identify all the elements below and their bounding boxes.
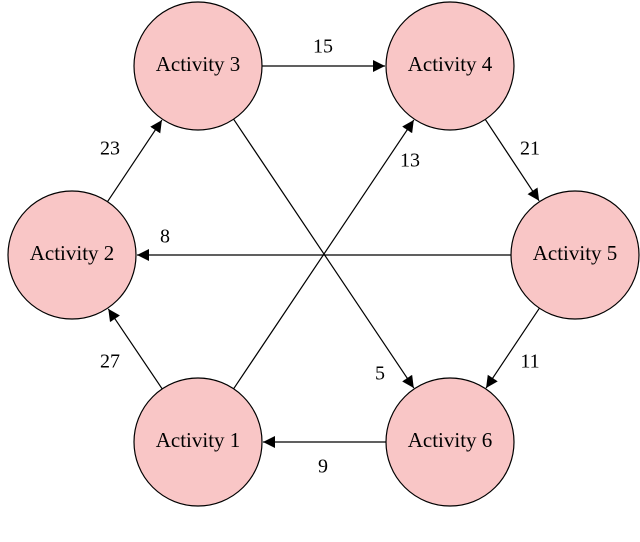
node-label: Activity 6: [408, 428, 493, 452]
node-circle: [7, 190, 137, 320]
edge-weight-label: 21: [520, 138, 540, 160]
node-a4: Activity 4: [385, 1, 515, 131]
node-a1: Activity 1: [133, 377, 263, 507]
node-circle: [510, 190, 640, 320]
node-label: Activity 3: [156, 52, 241, 76]
node-label: Activity 4: [408, 52, 493, 76]
nodes-layer: Activity 1 Activity 2 Activity 3 Activity 4…: [7, 1, 640, 507]
node-circle: [133, 1, 263, 131]
edge-weight-label: 15: [313, 36, 333, 58]
edge-a5-to-a6: [485, 307, 540, 389]
edges-layer: [107, 60, 540, 448]
edge-weight-label: 8: [160, 226, 170, 248]
edge-weight-label: 27: [100, 351, 120, 373]
node-circle: [385, 377, 515, 507]
edge-weight-label: 9: [318, 456, 328, 478]
edge-a2-to-a3: [107, 119, 163, 203]
node-a3: Activity 3: [133, 1, 263, 131]
node-label: Activity 1: [156, 428, 241, 452]
node-label: Activity 2: [30, 241, 115, 265]
edge-weight-label: 23: [100, 138, 120, 160]
edge-a1-to-a2: [107, 308, 163, 390]
edge-weight-label: 11: [520, 351, 539, 373]
node-a5: Activity 5: [510, 190, 640, 320]
edge-labels-layer: 15 23 21 13 8 27 5 11 9: [100, 36, 540, 478]
node-circle: [385, 1, 515, 131]
node-a6: Activity 6: [385, 377, 515, 507]
edge-a3-to-a6: [233, 118, 415, 389]
edge-weight-label: 5: [375, 363, 385, 385]
node-label: Activity 5: [533, 241, 618, 265]
node-a2: Activity 2: [7, 190, 137, 320]
edge-weight-label: 13: [400, 150, 420, 172]
node-circle: [133, 377, 263, 507]
edge-a4-to-a5: [484, 119, 540, 202]
